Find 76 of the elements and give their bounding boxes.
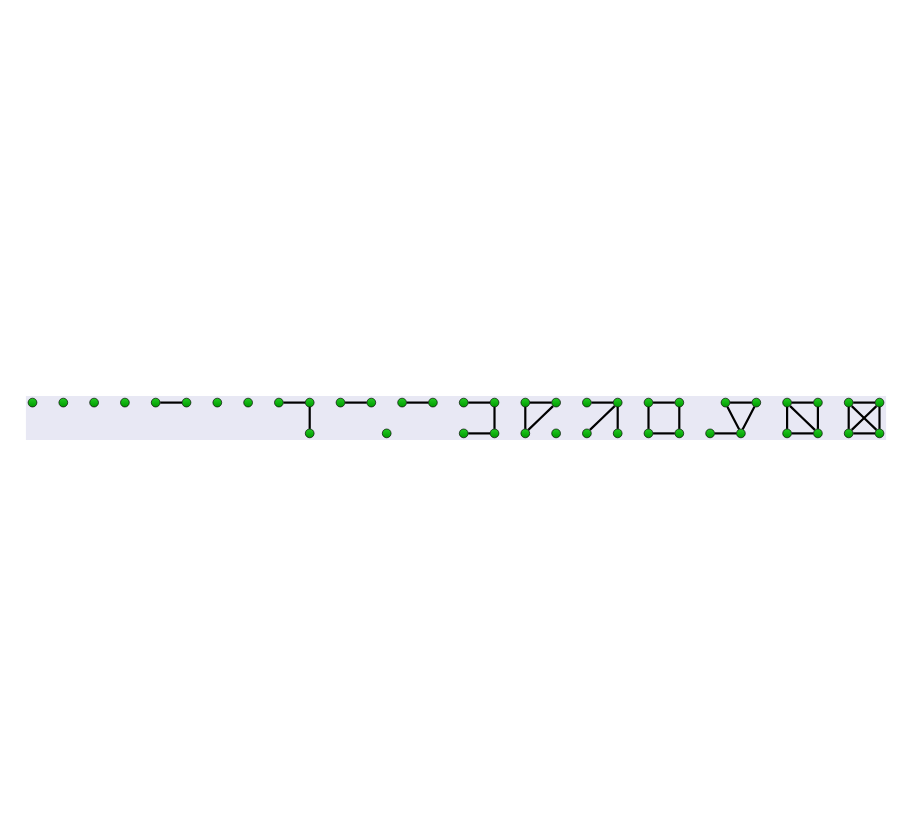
connector <box>492 407 495 429</box>
connector <box>282 401 305 404</box>
node-circle <box>519 428 530 439</box>
node-circle <box>380 428 391 439</box>
connector <box>677 407 680 429</box>
connector <box>846 407 849 429</box>
node-circle <box>750 397 761 408</box>
connector <box>790 401 813 404</box>
node-circle <box>812 397 822 408</box>
node-circle <box>781 428 791 439</box>
connector <box>588 405 615 431</box>
node-circle <box>180 397 191 408</box>
connector <box>528 401 551 404</box>
node-circle <box>735 428 745 439</box>
node-circle <box>273 397 283 408</box>
node-circle <box>88 397 98 408</box>
connector <box>740 406 755 430</box>
node-circle <box>149 397 160 408</box>
node-circle <box>611 428 622 439</box>
node-circle <box>842 428 853 439</box>
connector <box>467 432 489 435</box>
node-circle <box>873 397 884 408</box>
node-circle <box>488 428 499 439</box>
node-circle <box>642 397 653 408</box>
node-circle <box>242 397 252 408</box>
connector <box>790 432 813 435</box>
connector <box>652 432 674 435</box>
node-circle <box>334 397 345 408</box>
connector <box>526 405 553 431</box>
node-circle <box>303 397 314 408</box>
node-circle <box>719 397 730 408</box>
connector <box>307 407 310 429</box>
node-circle <box>396 397 406 408</box>
connector <box>850 405 877 431</box>
node-circle <box>781 397 791 408</box>
connector <box>785 407 788 429</box>
node-circle <box>457 428 468 439</box>
connector <box>713 432 736 435</box>
connector <box>159 401 181 404</box>
node-circle <box>873 428 884 439</box>
node-circle <box>427 397 437 408</box>
connector <box>852 432 874 435</box>
node-circle <box>550 428 560 439</box>
node-circle <box>303 428 314 439</box>
node-circle <box>581 428 591 439</box>
node-circle <box>119 397 129 408</box>
node-circle <box>581 397 591 408</box>
node-circle <box>550 397 560 408</box>
connector <box>852 401 874 404</box>
node-circle <box>812 428 822 439</box>
connector <box>725 406 740 430</box>
node-circle <box>611 397 622 408</box>
node-circle <box>519 397 530 408</box>
connector <box>467 401 489 404</box>
connector <box>590 401 613 404</box>
node-circle <box>842 397 853 408</box>
node-circle <box>673 428 684 439</box>
connector <box>344 401 366 404</box>
connector <box>652 401 674 404</box>
node-circle <box>26 397 37 408</box>
node-circle <box>365 397 376 408</box>
connector <box>405 401 428 404</box>
connector <box>646 407 649 429</box>
connector <box>815 407 818 429</box>
node-circle <box>57 397 68 408</box>
connector <box>615 407 618 429</box>
node-circle <box>673 397 684 408</box>
node-circle <box>642 428 653 439</box>
node-circle <box>211 397 222 408</box>
node-circle <box>704 428 714 439</box>
node-circle <box>457 397 468 408</box>
connector <box>523 407 526 429</box>
node-circle <box>488 397 499 408</box>
connector <box>729 401 751 404</box>
connector <box>788 405 815 431</box>
connector <box>877 407 880 429</box>
